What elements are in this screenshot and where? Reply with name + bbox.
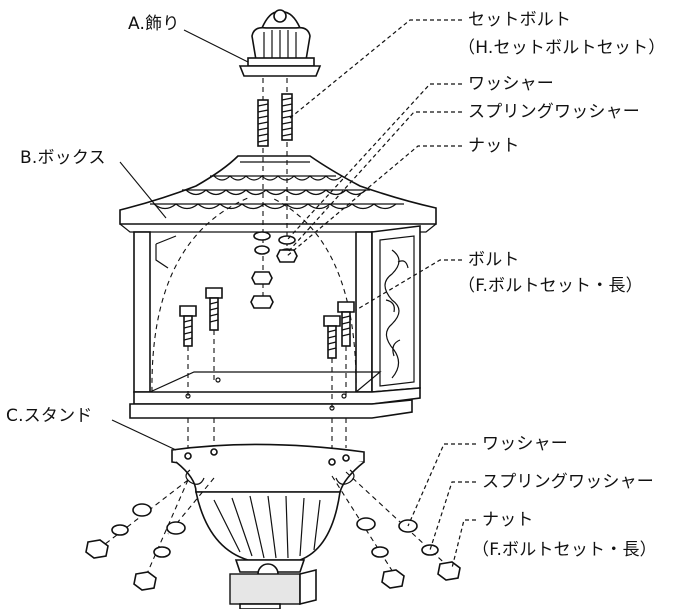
stand-fasteners-right	[331, 471, 461, 589]
label-nut-top: ナット	[468, 136, 520, 156]
stand-part	[171, 443, 365, 609]
label-bolt: ボルト	[468, 250, 520, 270]
label-washer-bottom: ワッシャー	[482, 434, 568, 454]
inner-fasteners	[250, 142, 298, 309]
box-body	[129, 225, 421, 419]
stand-fasteners-left	[85, 477, 215, 591]
label-spring-washer-bottom: スプリングワッシャー	[482, 472, 654, 492]
label-ornament: A.飾り	[128, 14, 180, 34]
label-spring-washer-top: スプリングワッシャー	[468, 102, 640, 122]
label-box: B.ボックス	[20, 148, 106, 168]
label-stand: C.スタンド	[6, 406, 93, 426]
callout-lines	[111, 19, 476, 569]
long-bolts	[179, 287, 355, 452]
label-nut-bottom: ナット	[482, 510, 534, 530]
label-set-bolt: セットボルト	[468, 10, 572, 30]
ornament-part	[238, 9, 322, 77]
set-bolts	[257, 78, 293, 147]
label-bolt-set-long-mid: （F.ボルトセット・長）	[458, 276, 643, 296]
label-bolt-set-long-bottom: （F.ボルトセット・長）	[472, 540, 657, 560]
glass-outline-left	[151, 197, 249, 393]
glass-outline-right	[271, 197, 357, 393]
box-roof	[119, 155, 437, 233]
label-set-bolt-set: （H.セットボルトセット）	[458, 38, 666, 58]
label-washer-top: ワッシャー	[468, 74, 554, 94]
